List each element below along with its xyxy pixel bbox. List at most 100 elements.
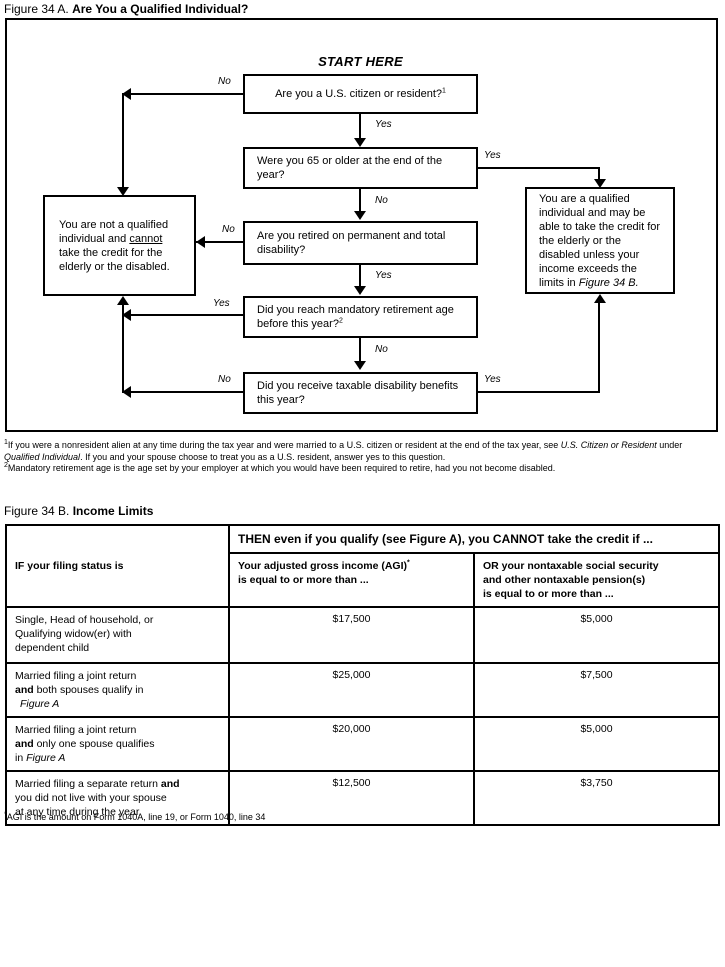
figure-a-footnote-2-text: Mandatory retirement age is the age set … bbox=[7, 463, 556, 473]
connector-mandatory-yes-horizontal bbox=[122, 314, 243, 316]
table-cell-status-line: at any time during the year bbox=[15, 806, 140, 818]
arrowhead-mandatory-no bbox=[354, 361, 366, 370]
outcome-not-qualified-emphasis: cannot bbox=[129, 232, 163, 245]
figure-b-footnote: *AGI is the amount on Form 1040A, line 1… bbox=[4, 811, 266, 822]
income-limits-table: IF your filing status is THEN even if yo… bbox=[5, 524, 720, 826]
outcome-qualified-text: You are a qualified individual and may b… bbox=[539, 192, 661, 289]
table-cell-status: Married filing a joint return and only on… bbox=[5, 716, 230, 772]
figure-a-footnote-1-italic-2: Qualified Individual bbox=[4, 451, 81, 462]
figure-b-footnote-text: AGI is the amount on Form 1040A, line 19… bbox=[6, 812, 266, 822]
connector-age-yes-vertical bbox=[598, 167, 600, 181]
decision-box-retired: Are you retired on permanent and total d… bbox=[243, 221, 478, 265]
table-cell-status: Single, Head of household, or Qualifying … bbox=[5, 606, 230, 664]
table-cell-status-line: Married filing a joint return bbox=[15, 724, 137, 736]
connector-age-yes-horizontal bbox=[478, 167, 600, 169]
table-header-agi-line2: is equal to or more than ... bbox=[238, 574, 369, 586]
table-header-agi-marker: * bbox=[407, 559, 410, 567]
table-cell-nontaxable: $7,500 bbox=[473, 662, 720, 718]
table-cell-agi: $20,000 bbox=[228, 716, 475, 772]
arrowhead-into-qualified-bottom bbox=[594, 294, 606, 303]
table-cell-nontaxable: $5,000 bbox=[473, 716, 720, 772]
table-header-then-clause: THEN even if you qualify (see Figure A),… bbox=[228, 524, 720, 554]
figure-b-footnote-marker: * bbox=[4, 811, 7, 818]
decision-box-age: Were you 65 or older at the end of the y… bbox=[243, 147, 478, 189]
table-row: Married filing a joint return and both sp… bbox=[5, 662, 720, 718]
connector-mandatory-no bbox=[359, 338, 361, 362]
table-cell-status-line: you did not live with your spouse bbox=[15, 792, 167, 804]
table-cell-status-line: and only one spouse qualifies bbox=[15, 738, 155, 750]
table-cell-status-line: dependent child bbox=[15, 642, 90, 654]
table-cell-status-line: Married filing a separate return and bbox=[15, 778, 180, 790]
table-cell-agi: $17,500 bbox=[228, 606, 475, 664]
figure-a-footnote-1-marker: 1 bbox=[4, 439, 8, 446]
connector-citizen-yes bbox=[359, 114, 361, 140]
table-cell-status-line: Figure A bbox=[20, 698, 60, 710]
arrowhead-age-no bbox=[354, 211, 366, 220]
table-cell-agi: $25,000 bbox=[228, 662, 475, 718]
decision-box-citizen-text: Are you a U.S. citizen or resident? bbox=[275, 88, 442, 100]
arrowhead-citizen-yes bbox=[354, 138, 366, 147]
figure-a-footnote-1-text-b: under bbox=[656, 440, 683, 450]
edge-label-citizen-no: No bbox=[218, 76, 231, 87]
table-cell-status-line: Qualifying widow(er) with bbox=[15, 628, 132, 640]
figure-a-footnote-2: 2Mandatory retirement age is the age set… bbox=[4, 462, 720, 475]
table-cell-status-line: and both spouses qualify in bbox=[15, 684, 144, 696]
figure-a-caption: Figure 34 A. Are You a Qualified Individ… bbox=[4, 2, 248, 16]
edge-label-taxable-no: No bbox=[218, 374, 231, 385]
arrowhead-taxable-no bbox=[122, 386, 131, 398]
table-cell-agi: $12,500 bbox=[228, 770, 475, 826]
figure-a-caption-title: Are You a Qualified Individual? bbox=[72, 2, 249, 16]
connector-taxable-no-vertical bbox=[122, 312, 124, 391]
figure-a-footnote-1: 1If you were a nonresident alien at any … bbox=[4, 439, 720, 463]
figure-b-caption-title: Income Limits bbox=[72, 504, 154, 518]
table-cell-nontaxable: $5,000 bbox=[473, 606, 720, 664]
connector-taxable-no-horizontal bbox=[122, 391, 243, 393]
connector-retired-yes bbox=[359, 265, 361, 288]
decision-box-mandatory-text: Did you reach mandatory retirement age b… bbox=[257, 304, 454, 330]
table-header-nontaxable-line1: OR your nontaxable social security bbox=[483, 560, 659, 572]
outcome-qualified-figure-ref: Figure 34 B. bbox=[578, 276, 639, 289]
arrowhead-mandatory-yes bbox=[122, 309, 131, 321]
table-header-agi: Your adjusted gross income (AGI)* is equ… bbox=[228, 552, 475, 608]
connector-retired-no-horizontal bbox=[196, 241, 243, 243]
decision-box-citizen: Are you a U.S. citizen or resident?1 bbox=[243, 74, 478, 114]
decision-box-age-text: Were you 65 or older at the end of the y… bbox=[257, 155, 443, 181]
table-cell-status-line: Single, Head of household, or bbox=[15, 614, 154, 626]
arrowhead-into-qualified-top bbox=[594, 179, 606, 188]
edge-label-retired-yes: Yes bbox=[375, 270, 392, 281]
table-cell-status-line: Married filing a joint return bbox=[15, 670, 137, 682]
edge-label-taxable-yes: Yes bbox=[484, 374, 501, 385]
edge-label-age-no: No bbox=[375, 195, 388, 206]
table-header-agi-line1: Your adjusted gross income (AGI) bbox=[238, 560, 407, 572]
decision-box-taxable-disability: Did you receive taxable disability benef… bbox=[243, 372, 478, 414]
arrowhead-citizen-no bbox=[122, 88, 131, 100]
decision-box-retired-text: Are you retired on permanent and total d… bbox=[257, 230, 446, 256]
table-cell-status-line: in Figure A bbox=[15, 752, 66, 764]
decision-box-mandatory-retirement: Did you reach mandatory retirement age b… bbox=[243, 296, 478, 338]
table-header-row-2: Your adjusted gross income (AGI)* is equ… bbox=[6, 552, 720, 608]
edge-label-mandatory-yes: Yes bbox=[213, 298, 230, 309]
table-cell-status: Married filing a separate return and you … bbox=[5, 770, 230, 826]
table-row: Married filing a separate return and you … bbox=[5, 770, 720, 826]
arrowhead-into-not-qualified-bottom bbox=[117, 296, 129, 305]
table-header-filing-status: IF your filing status is bbox=[5, 524, 230, 608]
figure-b-caption: Figure 34 B. Income Limits bbox=[4, 504, 153, 518]
edge-label-retired-no: No bbox=[222, 224, 235, 235]
arrowhead-into-not-qualified-right bbox=[196, 236, 205, 248]
arrowhead-retired-yes bbox=[354, 286, 366, 295]
edge-label-mandatory-no: No bbox=[375, 344, 388, 355]
table-header-row-1: IF your filing status is THEN even if yo… bbox=[5, 524, 720, 608]
connector-citizen-no-vertical bbox=[122, 93, 124, 189]
footnote-marker-2: 2 bbox=[338, 317, 343, 325]
edge-label-citizen-yes: Yes bbox=[375, 119, 392, 130]
table-cell-nontaxable: $3,750 bbox=[473, 770, 720, 826]
connector-citizen-no-horizontal bbox=[122, 93, 243, 95]
table-cell-status: Married filing a joint return and both sp… bbox=[5, 662, 230, 718]
table-header-nontaxable: OR your nontaxable social security and o… bbox=[473, 552, 720, 608]
table-header-nontaxable-line2: and other nontaxable pension(s) bbox=[483, 574, 646, 586]
figure-a-footnotes: 1If you were a nonresident alien at any … bbox=[4, 439, 720, 475]
figure-a-footnote-1-text-c: . If you and your spouse choose to treat… bbox=[80, 451, 446, 462]
edge-label-age-yes: Yes bbox=[484, 150, 501, 161]
outcome-box-not-qualified: You are not a qualified individual and c… bbox=[43, 195, 196, 296]
connector-taxable-yes-vertical bbox=[598, 303, 600, 391]
